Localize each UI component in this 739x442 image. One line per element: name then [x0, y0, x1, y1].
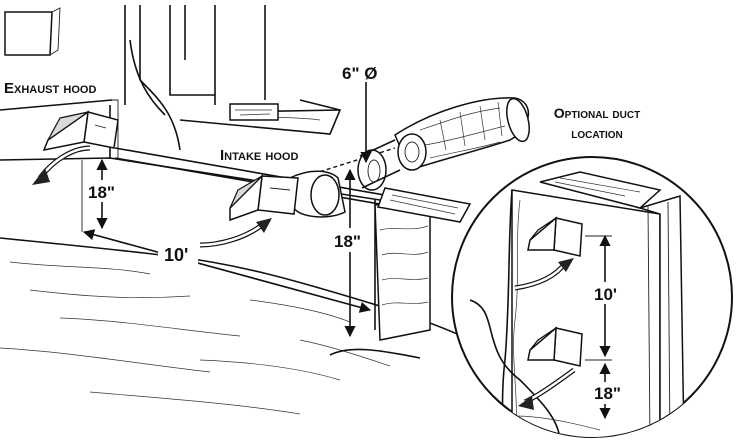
intake-height-value: 18" [334, 232, 361, 251]
intake-hood-shape [199, 173, 299, 248]
duct-sleeve [357, 139, 401, 191]
hood-spacing-dimension: 10' [158, 242, 198, 266]
exhaust-height-value: 18" [88, 183, 115, 202]
inset-height-value: 18" [594, 384, 621, 403]
inset-spacing-dimension: 10' [590, 282, 622, 304]
exhaust-height-dimension: 18" [86, 180, 124, 202]
inset-spacing-value: 10' [594, 285, 617, 304]
exhaust-hood-label: Exhaust hood [4, 80, 96, 97]
exhaust-hood-shape [32, 110, 119, 185]
intake-hood-label: Intake hood [220, 147, 298, 164]
duct-diameter-label: 6" Ø [342, 64, 377, 83]
optional-location-label-line1: Optional duct [554, 105, 640, 121]
flexible-duct [394, 97, 530, 171]
inset-height-dimension: 18" [592, 382, 632, 404]
dimension-lines [81, 82, 372, 338]
post-section [374, 187, 472, 341]
intake-duct [289, 170, 346, 218]
intake-height-dimension: 18" [332, 228, 372, 252]
optional-location-label-line2: location [571, 125, 622, 141]
window-frame [4, 5, 266, 151]
hood-spacing-value: 10' [164, 245, 188, 265]
optional-location-inset [451, 156, 733, 438]
